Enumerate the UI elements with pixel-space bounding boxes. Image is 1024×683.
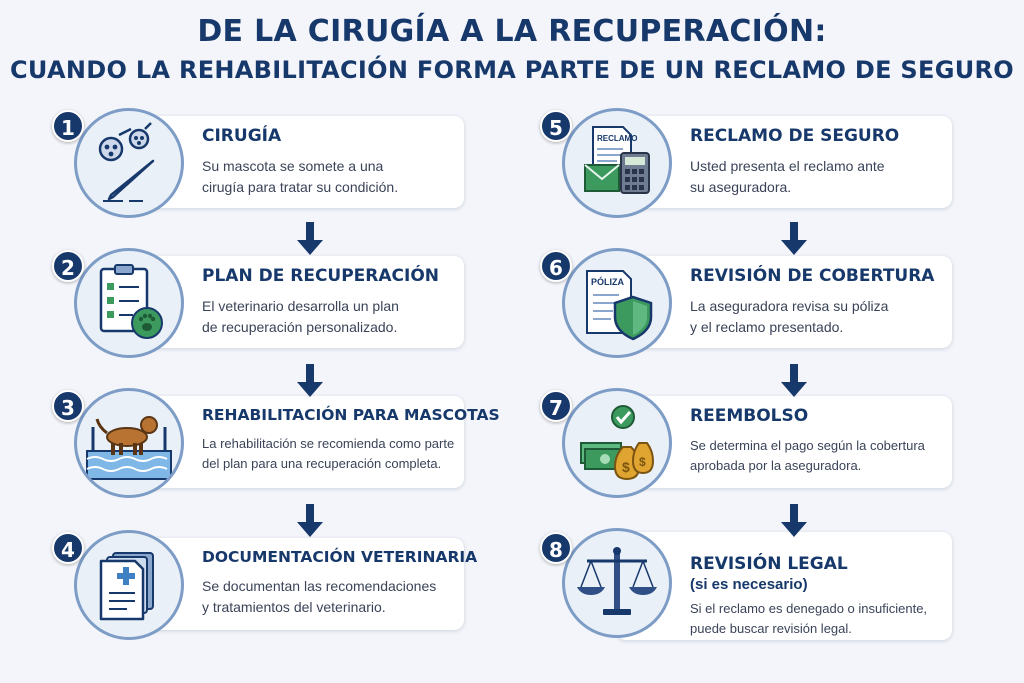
- step-8-illustration: [562, 528, 672, 638]
- step-desc-line: La rehabilitación se recomienda como par…: [202, 436, 455, 451]
- step-desc-line: Se documentan las recomendaciones: [202, 578, 437, 594]
- icon-label: RECLAMO: [597, 134, 637, 143]
- step-subtitle: (si es necesario): [690, 576, 808, 593]
- step-number-badge: 3: [52, 390, 84, 422]
- flow-arrow-down: [780, 222, 808, 256]
- step-3: 3 REHABILITACIÓN PARA MASCOTAS La rehabi…: [52, 388, 500, 498]
- medical-documents-icon: [99, 552, 154, 621]
- step-number-badge: 1: [52, 110, 84, 142]
- step-number-badge: 8: [540, 532, 572, 564]
- step-number-badge: 5: [540, 110, 572, 142]
- step-desc-line: cirugía para tratar su condición.: [202, 179, 399, 195]
- step-title: CIRUGÍA: [202, 126, 282, 146]
- arrow-down-icon: [297, 222, 323, 255]
- step-desc-line: La aseguradora revisa su póliza: [690, 298, 889, 314]
- step-card: [128, 538, 464, 630]
- dog-hydrotherapy-icon: [86, 416, 172, 480]
- step-card: [616, 396, 952, 488]
- step-card: [128, 256, 464, 348]
- step-desc-line: El veterinario desarrolla un plan: [202, 298, 399, 314]
- step-title: REHABILITACIÓN PARA MASCOTAS: [202, 406, 500, 424]
- page-title: DE LA CIRUGÍA A LA RECUPERACIÓN:: [197, 14, 827, 49]
- step-desc-line: Se determina el pago según la cobertura: [690, 438, 925, 453]
- arrow-down-icon: [781, 222, 807, 255]
- page-subtitle: CUANDO LA REHABILITACIÓN FORMA PARTE DE …: [10, 56, 1014, 84]
- step-title: REEMBOLSO: [690, 406, 809, 426]
- step-desc-line: su aseguradora.: [690, 179, 792, 195]
- step-6: PÓLIZA 6 REVISIÓN DE COBERTURA La asegur…: [540, 248, 980, 358]
- step-card: [616, 256, 952, 348]
- flow-arrow-down: [296, 364, 324, 398]
- step-desc-line: Si el reclamo es denegado o insuficiente…: [690, 601, 928, 616]
- step-card: [616, 532, 952, 640]
- step-1: 1 CIRUGÍA Su mascota se somete a una cir…: [52, 108, 492, 218]
- step-title: PLAN DE RECUPERACIÓN: [202, 266, 440, 286]
- flow-arrow-down: [780, 364, 808, 398]
- step-desc-line: Su mascota se somete a una: [202, 158, 384, 174]
- step-1-illustration: [74, 108, 184, 218]
- step-card: [128, 116, 464, 208]
- step-desc-line: aprobada por la aseguradora.: [690, 458, 862, 473]
- step-title: REVISIÓN DE COBERTURA: [690, 266, 935, 286]
- step-5-illustration: RECLAMO: [562, 108, 672, 218]
- flow-arrow-down: [296, 222, 324, 256]
- step-number-badge: 4: [52, 532, 84, 564]
- scales-of-justice-icon: [577, 547, 657, 615]
- arrow-down-icon: [781, 504, 807, 537]
- step-desc-line: puede buscar revisión legal.: [690, 621, 852, 636]
- step-4: 4 DOCUMENTACIÓN VETERINARIA Se documenta…: [52, 530, 492, 640]
- step-8: 8 REVISIÓN LEGAL (si es necesario) Si el…: [540, 528, 980, 640]
- step-number-badge: 6: [540, 250, 572, 282]
- step-title: REVISIÓN LEGAL: [690, 554, 848, 574]
- money-bags-icon: $ $: [580, 405, 655, 481]
- step-desc-line: Usted presenta el reclamo ante: [690, 158, 885, 174]
- step-number-badge: 7: [540, 390, 572, 422]
- surgery-tools-icon: [98, 122, 155, 202]
- step-7-illustration: $ $: [562, 388, 672, 498]
- step-card: [616, 116, 952, 208]
- claim-calculator-icon: RECLAMO: [584, 126, 650, 194]
- step-desc-line: y tratamientos del veterinario.: [202, 599, 386, 615]
- arrow-down-icon: [297, 504, 323, 537]
- step-title: DOCUMENTACIÓN VETERINARIA: [202, 548, 478, 566]
- step-3-illustration: [74, 388, 184, 498]
- icon-label: PÓLIZA: [591, 276, 624, 287]
- step-4-illustration: [74, 530, 184, 640]
- step-7: $ $ 7 REEMBOLSO Se determina el pago seg…: [540, 388, 980, 498]
- clipboard-paw-icon: [99, 264, 163, 339]
- step-6-illustration: PÓLIZA: [562, 248, 672, 358]
- icon-label: $: [622, 459, 630, 475]
- arrow-down-icon: [781, 364, 807, 397]
- step-title: RECLAMO DE SEGURO: [690, 126, 900, 146]
- arrow-down-icon: [297, 364, 323, 397]
- step-5: RECLAMO 5 RECLAMO DE SEGURO Usted presen…: [540, 108, 980, 218]
- icon-label: $: [639, 455, 646, 469]
- step-2: 2 PLAN DE RECUPERACIÓN El veterinario de…: [52, 248, 492, 358]
- flow-arrow-down: [780, 504, 808, 538]
- step-desc-line: del plan para una recuperación completa.: [202, 456, 442, 471]
- step-desc-line: y el reclamo presentado.: [690, 319, 844, 335]
- step-card: [128, 396, 464, 488]
- step-desc-line: de recuperación personalizado.: [202, 319, 398, 335]
- policy-shield-icon: PÓLIZA: [586, 270, 653, 341]
- step-number-badge: 2: [52, 250, 84, 282]
- flow-arrow-down: [296, 504, 324, 538]
- step-2-illustration: [74, 248, 184, 358]
